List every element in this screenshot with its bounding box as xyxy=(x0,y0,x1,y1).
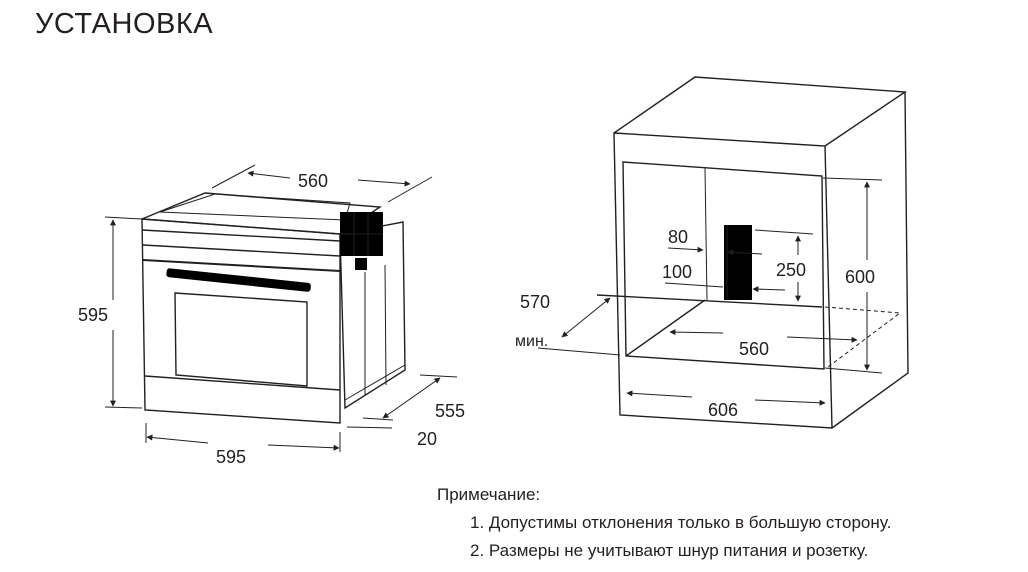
oven-drawing xyxy=(141,192,406,424)
oven-depth-label: 555 xyxy=(435,401,465,421)
note-item: 1. Допустимы отклонения только в большую… xyxy=(470,513,892,532)
min-depth-label: 570 xyxy=(520,292,550,312)
cabinet-width-label: 606 xyxy=(708,400,738,420)
notes-heading: Примечание: xyxy=(437,485,541,504)
note-item: 2. Размеры не учитывают шнур питания и р… xyxy=(470,541,869,560)
socket-height-label: 250 xyxy=(776,260,806,280)
oven-dimension-lines xyxy=(104,164,458,452)
notes-section: Примечание: 1. Допустимы отклонения толь… xyxy=(437,481,891,565)
socket-offset-100-label: 100 xyxy=(662,262,692,282)
niche-width-label: 560 xyxy=(739,339,769,359)
oven-height-label: 595 xyxy=(78,305,108,325)
niche-height-label: 600 xyxy=(845,267,875,287)
cabinet-dimension-lines xyxy=(537,177,883,406)
oven-depth-top-label: 560 xyxy=(298,171,328,191)
socket-offset-80-label: 80 xyxy=(668,227,688,247)
oven-front-offset-label: 20 xyxy=(417,429,437,449)
page-title: УСТАНОВКА xyxy=(35,8,214,40)
min-label: мин. xyxy=(515,333,548,350)
cabinet-drawing xyxy=(596,76,909,429)
oven-width-label: 595 xyxy=(216,447,246,467)
